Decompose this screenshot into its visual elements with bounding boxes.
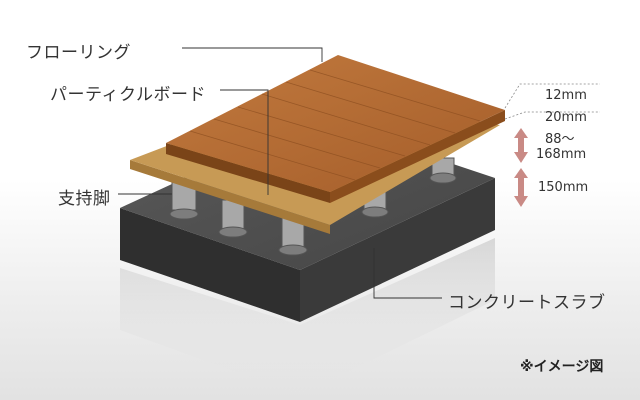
leg-height-line2: 168mm bbox=[536, 147, 587, 162]
flooring-layer bbox=[166, 55, 505, 203]
dimension-guides bbox=[504, 83, 600, 120]
image-note: ※イメージ図 bbox=[520, 359, 604, 375]
flooring-label: フローリング bbox=[26, 43, 131, 63]
support-legs bbox=[169, 157, 457, 256]
support-leg bbox=[429, 157, 457, 184]
concrete-slab-label: コンクリートスラブ bbox=[448, 293, 606, 313]
support-leg bbox=[278, 217, 308, 256]
leg-height-arrow bbox=[514, 128, 528, 163]
slab-reflection bbox=[120, 238, 495, 395]
particleboard-label: パーティクルボード bbox=[50, 85, 206, 105]
support-legs-label: 支持脚 bbox=[58, 189, 111, 209]
flooring-thickness: 12mm bbox=[545, 88, 587, 103]
leg-height-line1: 88～ bbox=[545, 132, 575, 147]
slab-thickness: 150mm bbox=[538, 180, 589, 195]
dimension-arrows bbox=[514, 128, 528, 207]
slab-thickness-arrow bbox=[514, 168, 528, 207]
support-leg bbox=[218, 199, 248, 238]
board-thickness: 20mm bbox=[545, 110, 587, 125]
leader-lines bbox=[118, 47, 442, 299]
